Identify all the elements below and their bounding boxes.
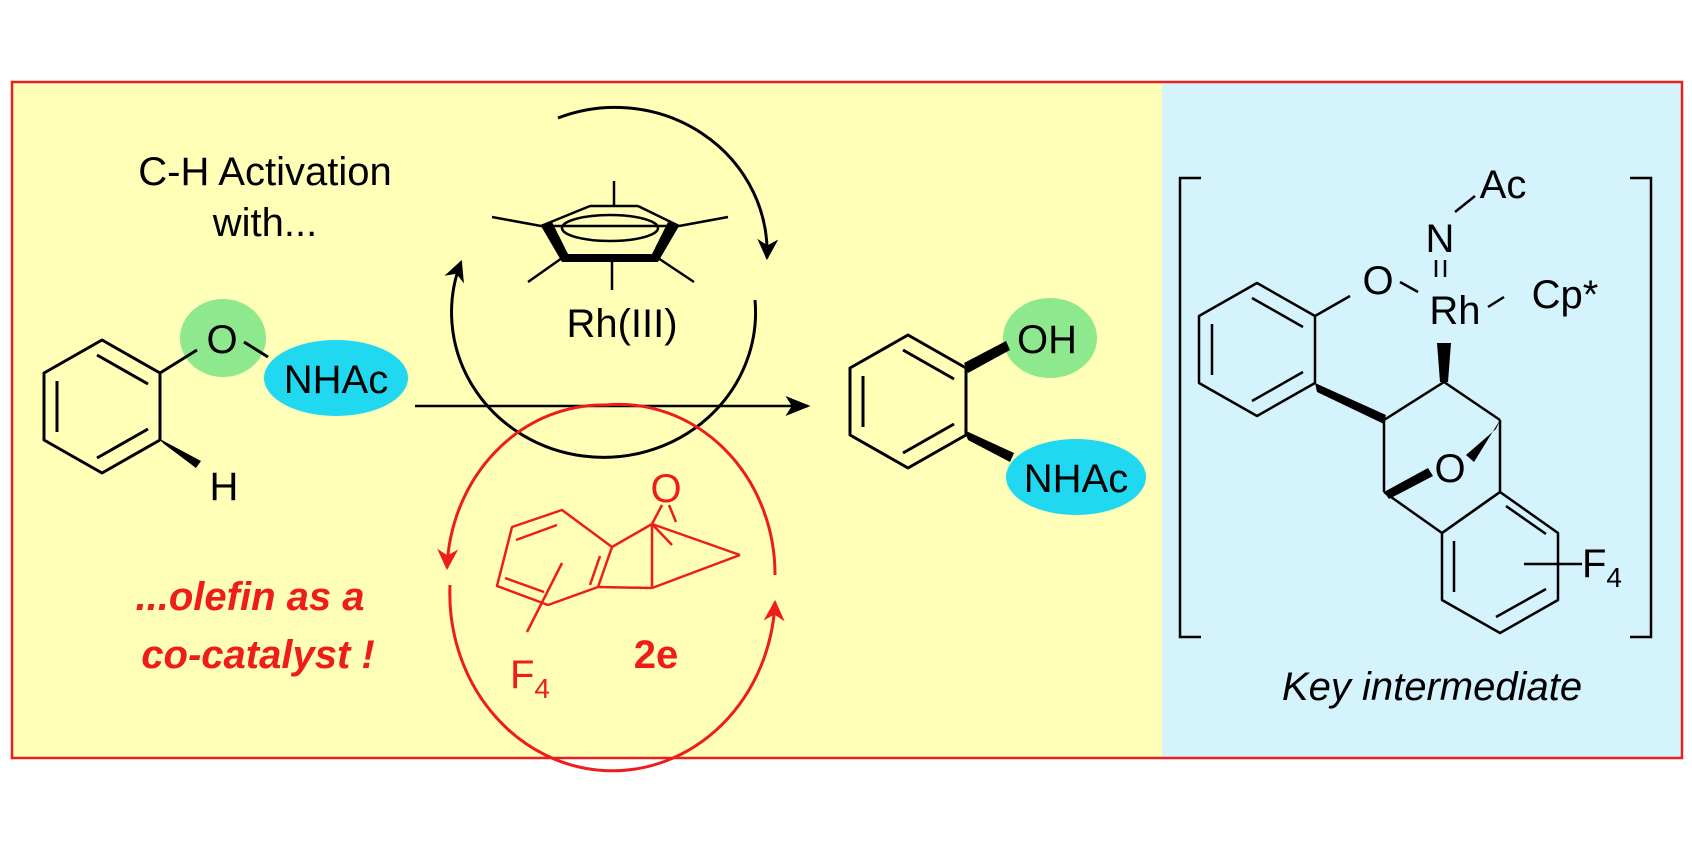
intermediate-panel-background [1162, 82, 1682, 758]
olefin-cycle: O F4 2e [437, 402, 785, 773]
intermediate-caption: Key intermediate [1282, 665, 1582, 709]
olefin-cycle-arc-top-right [605, 402, 777, 576]
intermediate-f4-subscript: 4 [1606, 562, 1622, 593]
cp-star-front-edge [541, 222, 569, 262]
olefin-text-line2: co-catalyst ! [141, 633, 374, 677]
reaction-panel-background [12, 82, 1162, 758]
nhac-highlight [264, 340, 408, 416]
outer-frame [10, 80, 1684, 760]
rhodium-cycle: Rh(III) [444, 105, 779, 459]
substrate-molecule: O NHAc H [42, 299, 408, 509]
cocatalyst-oxygen-label: O [650, 467, 681, 511]
olefin-cycle-arc-left [437, 403, 607, 571]
cocatalyst-f4-subscript: 4 [534, 673, 550, 704]
key-intermediate: Ac N O Rh Cp* O F4 Key intermediate [1178, 163, 1653, 709]
olefin-text-line1: ...olefin as a [136, 575, 365, 619]
rhodium-cycle-arc-right [557, 105, 779, 261]
intro-text-line1: C-H Activation [138, 150, 391, 194]
cocatalyst-fluorine-label: F4 [510, 653, 550, 704]
intermediate-fluorine-label: F4 [1582, 542, 1622, 593]
cp-star-front-edge [562, 254, 658, 262]
rhodium-cycle-arc-left [444, 260, 758, 459]
cp-star-ligand [491, 181, 729, 290]
intermediate-oxygen-label: O [1362, 259, 1393, 303]
substrate-h-label: H [210, 465, 239, 509]
intermediate-f4-main: F [1582, 542, 1606, 586]
substrate-nhac-label: NHAc [284, 358, 388, 402]
olefin-cycle-arc-right [448, 584, 785, 773]
compound-2e-structure [495, 504, 741, 633]
product-nhac-highlight [1006, 439, 1146, 515]
cocatalyst-f4-main: F [510, 653, 534, 697]
catalyst-label: Rh(III) [566, 302, 677, 346]
product-hydroxyl-label: OH [1017, 318, 1077, 362]
intro-text-line2: with... [212, 201, 317, 245]
cp-star-front-edge [651, 222, 679, 262]
substrate-oxygen-label: O [206, 318, 237, 362]
compound-label: 2e [634, 633, 679, 677]
intermediate-acetyl-label: Ac [1480, 163, 1527, 207]
intermediate-brackets [1178, 176, 1653, 639]
product-molecule: OH NHAc [848, 298, 1146, 515]
product-nhac-label: NHAc [1024, 457, 1128, 501]
oxygen-highlight [180, 299, 266, 377]
intermediate-rhodium-label: Rh [1429, 289, 1480, 333]
intermediate-bridge-oxygen-label: O [1434, 447, 1465, 491]
hydroxyl-highlight [1003, 298, 1097, 378]
intermediate-cp-star-label: Cp* [1532, 273, 1599, 317]
intermediate-nitrogen-label: N [1426, 217, 1455, 261]
